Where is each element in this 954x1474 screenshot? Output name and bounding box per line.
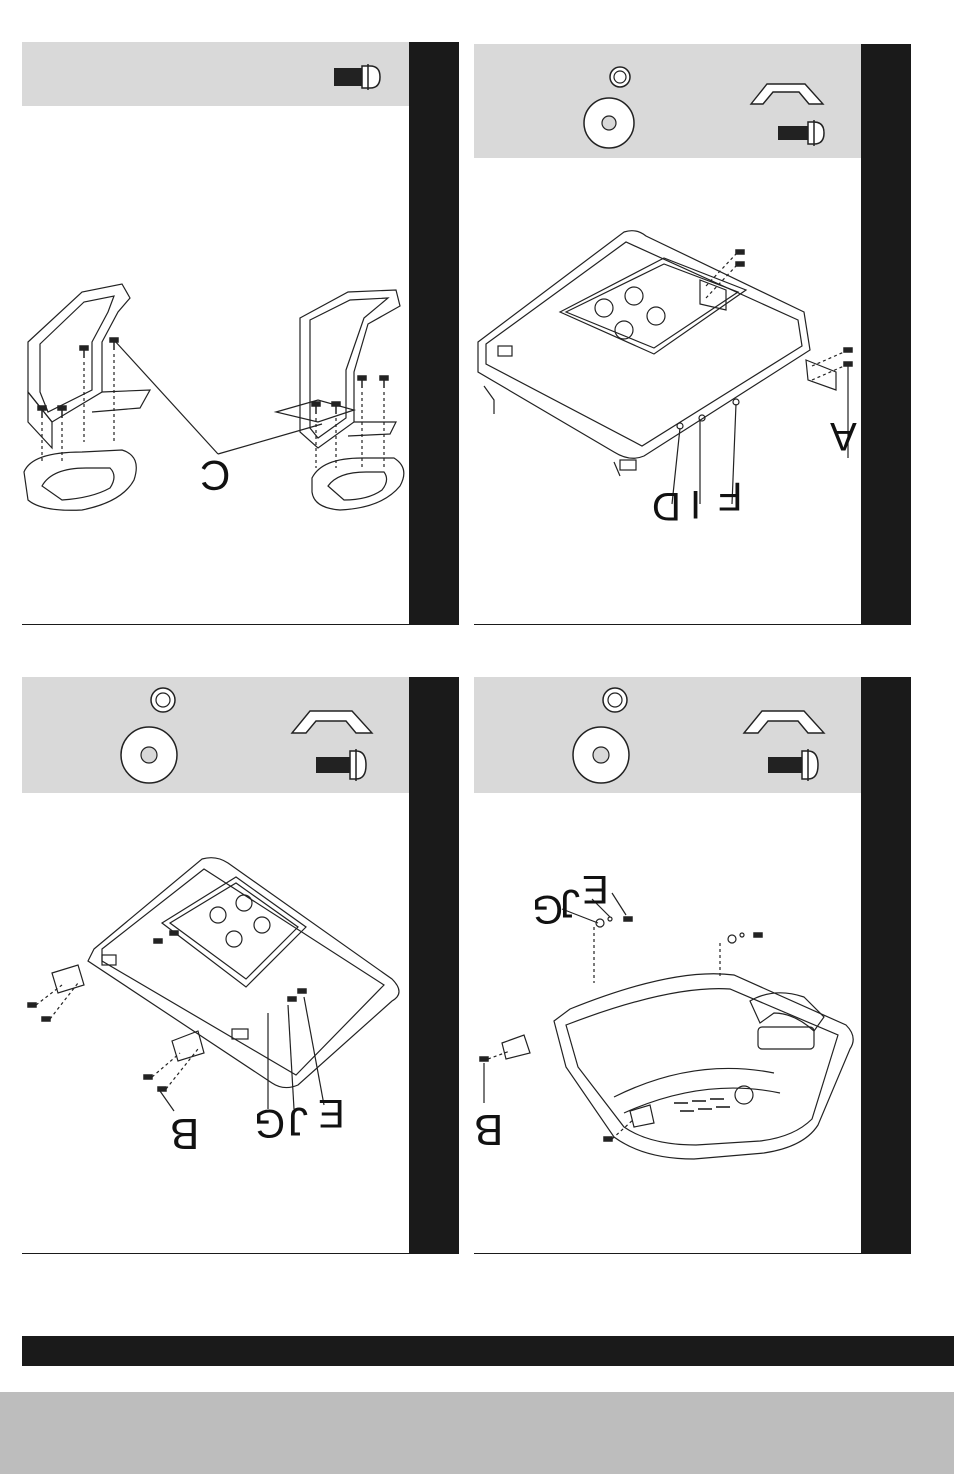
- flat-washer-icon: [119, 725, 179, 785]
- callout-label-a: A: [830, 416, 857, 456]
- callout-label-j: J: [288, 1101, 308, 1141]
- callout-label-b: B: [170, 1111, 199, 1155]
- spacer-icon: [290, 707, 374, 735]
- footer-bar: [22, 1336, 954, 1366]
- callout-label-e: E: [582, 869, 609, 909]
- lock-washer-icon: [607, 64, 633, 90]
- callout-label-g: G: [254, 1103, 285, 1143]
- bolt-icon: [314, 745, 376, 785]
- callout-label-e: E: [318, 1093, 345, 1133]
- spacer-icon: [742, 707, 826, 735]
- callout-label-g: G: [532, 889, 563, 929]
- panel-bottom-rule: [474, 1253, 861, 1254]
- callout-label-f: F: [718, 476, 742, 516]
- footer-band: [0, 1392, 954, 1474]
- lock-washer-icon: [600, 685, 630, 715]
- step-panel-3: B G J E: [22, 677, 459, 1254]
- bolt-icon: [766, 745, 828, 785]
- step-panel-1: C: [22, 42, 459, 625]
- step-panel-4: B E J G: [474, 677, 911, 1254]
- panel-bottom-rule: [474, 624, 861, 625]
- cover-mounting-illustration: [474, 897, 859, 1177]
- step-side-bar: [861, 44, 911, 625]
- bolt-icon: [776, 116, 836, 152]
- step-panel-2: A D I F: [474, 44, 911, 625]
- callout-label-c: C: [200, 454, 230, 496]
- opener-assembly-illustration: [474, 224, 859, 474]
- flat-washer-icon: [571, 725, 631, 785]
- bolt-icon: [332, 60, 392, 96]
- flat-washer-icon: [582, 96, 636, 150]
- lock-washer-icon: [148, 685, 178, 715]
- callout-label-i: I: [690, 484, 701, 524]
- step-side-bar: [409, 677, 459, 1254]
- callout-label-d: D: [652, 486, 681, 526]
- panel-bottom-rule: [22, 624, 409, 625]
- spacer-icon: [749, 80, 825, 106]
- panel-bottom-rule: [22, 1253, 409, 1254]
- step-side-bar: [409, 42, 459, 625]
- opener-mounting-illustration: [22, 853, 407, 1113]
- callout-label-b: B: [474, 1107, 503, 1151]
- step-side-bar: [861, 677, 911, 1254]
